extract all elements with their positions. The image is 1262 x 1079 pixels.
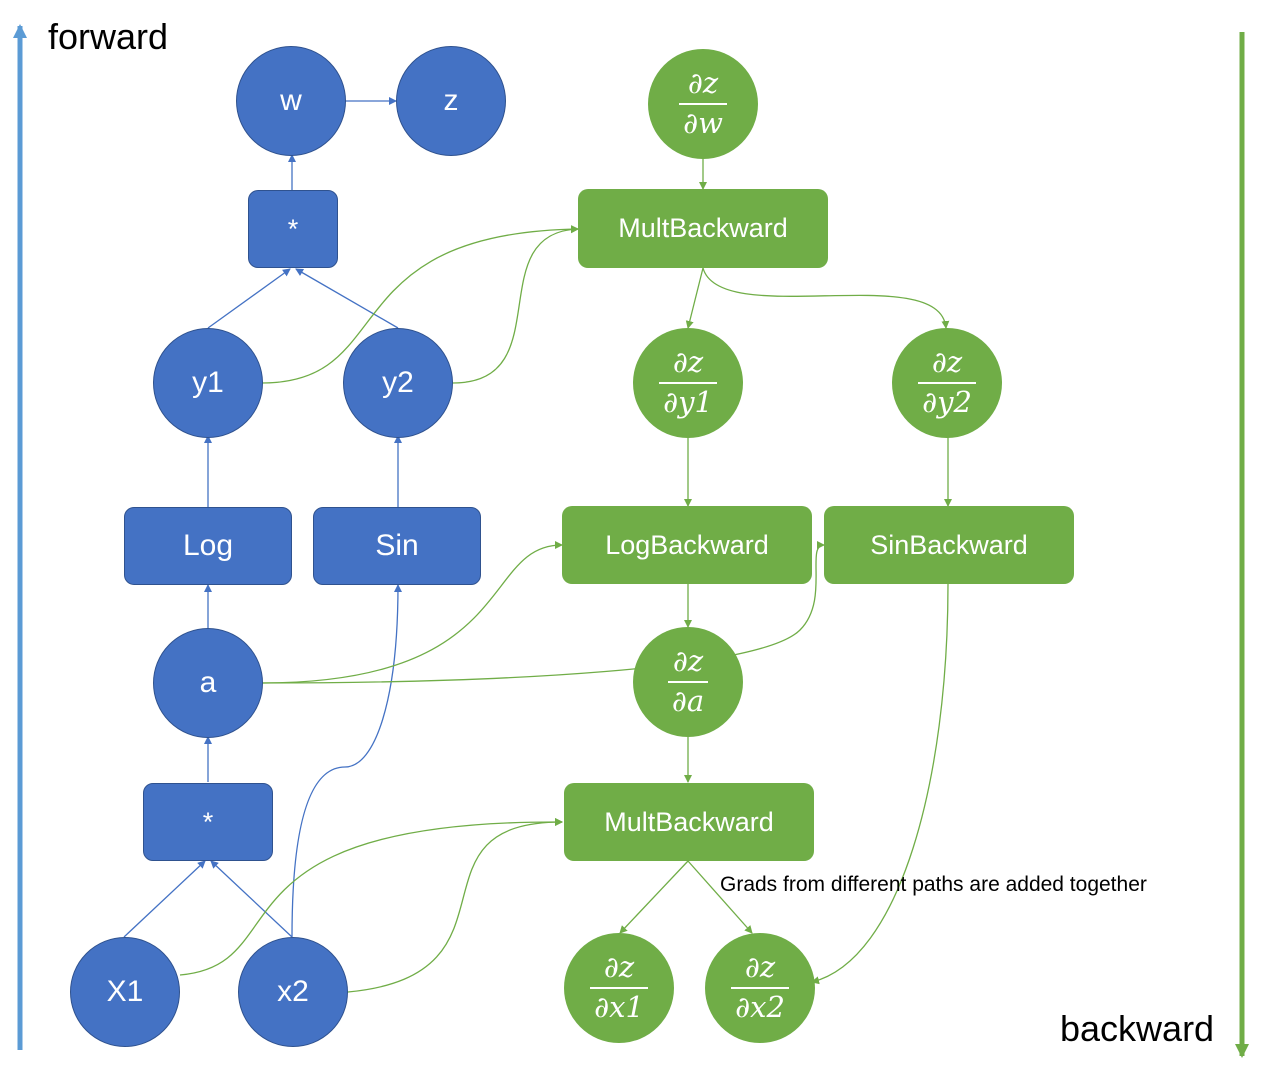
node-multiply-bottom: * [143, 783, 273, 861]
fraction-bar [918, 381, 976, 385]
node-multiply-top: * [248, 190, 338, 268]
node-y2: y2 [343, 328, 453, 438]
node-w: w [236, 46, 346, 156]
edge-x1-multbw [179, 817, 563, 976]
grad-denominator: ∂a [671, 684, 705, 719]
edge-multbw-dzdy2 [702, 267, 950, 329]
edge-multbw-dzdx2 [687, 860, 753, 934]
grads-added-note: Grads from different paths are added tog… [720, 873, 1147, 896]
fraction-bar [667, 680, 709, 684]
edge-multbw-dzdy1 [685, 267, 704, 329]
grad-denominator: ∂y1 [663, 385, 713, 420]
fraction-bar [731, 986, 789, 990]
grad-numerator: ∂z [931, 344, 963, 379]
grad-denominator: ∂w [683, 106, 723, 141]
grad-denominator: ∂x2 [735, 990, 785, 1025]
edge-sinbw-dzdx2 [811, 583, 949, 985]
edge-a-logbw [261, 541, 563, 684]
edge-y1-multbw [261, 225, 579, 384]
node-mult-backward-top: MultBackward [578, 189, 828, 268]
node-grad-dz-da: ∂z ∂a [633, 627, 743, 737]
grad-numerator: ∂z [744, 949, 776, 984]
edge-x2-multbw [347, 818, 563, 993]
node-grad-dz-dy1: ∂z ∂y1 [633, 328, 743, 438]
fraction-bar [659, 381, 717, 385]
edge-y1-mul [207, 268, 291, 329]
node-y1: y1 [153, 328, 263, 438]
grad-numerator: ∂z [672, 344, 704, 379]
node-a: a [153, 628, 263, 738]
node-grad-dz-dx2: ∂z ∂x2 [705, 933, 815, 1043]
node-x2: x2 [238, 937, 348, 1047]
grad-denominator: ∂x1 [594, 990, 644, 1025]
node-log: Log [124, 507, 292, 585]
node-log-backward: LogBackward [562, 506, 812, 584]
edge-multbw-dzdx1 [619, 860, 689, 934]
edge-a-sinbw [261, 541, 825, 684]
node-grad-dz-dy2: ∂z ∂y2 [892, 328, 1002, 438]
grad-numerator: ∂z [603, 949, 635, 984]
edge-x2-mul [210, 860, 293, 938]
edge-y2-multbw [452, 225, 579, 384]
node-grad-dz-dx1: ∂z ∂x1 [564, 933, 674, 1043]
edge-y2-mul [295, 268, 399, 329]
forward-label: forward [48, 16, 169, 57]
fraction-bar [679, 102, 727, 106]
grad-numerator: ∂z [672, 643, 704, 678]
node-mult-backward-bottom: MultBackward [564, 783, 814, 861]
edge-x1-mul [123, 860, 206, 938]
node-x1: X1 [70, 937, 180, 1047]
grad-denominator: ∂y2 [922, 385, 972, 420]
grad-numerator: ∂z [687, 65, 719, 100]
node-sin-backward: SinBackward [824, 506, 1074, 584]
fraction-bar [590, 986, 648, 990]
backward-label: backward [1060, 1008, 1215, 1049]
node-z: z [396, 46, 506, 156]
edge-x2-sin [291, 584, 402, 938]
node-grad-dz-dw: ∂z ∂w [648, 49, 758, 159]
node-sin: Sin [313, 507, 481, 585]
